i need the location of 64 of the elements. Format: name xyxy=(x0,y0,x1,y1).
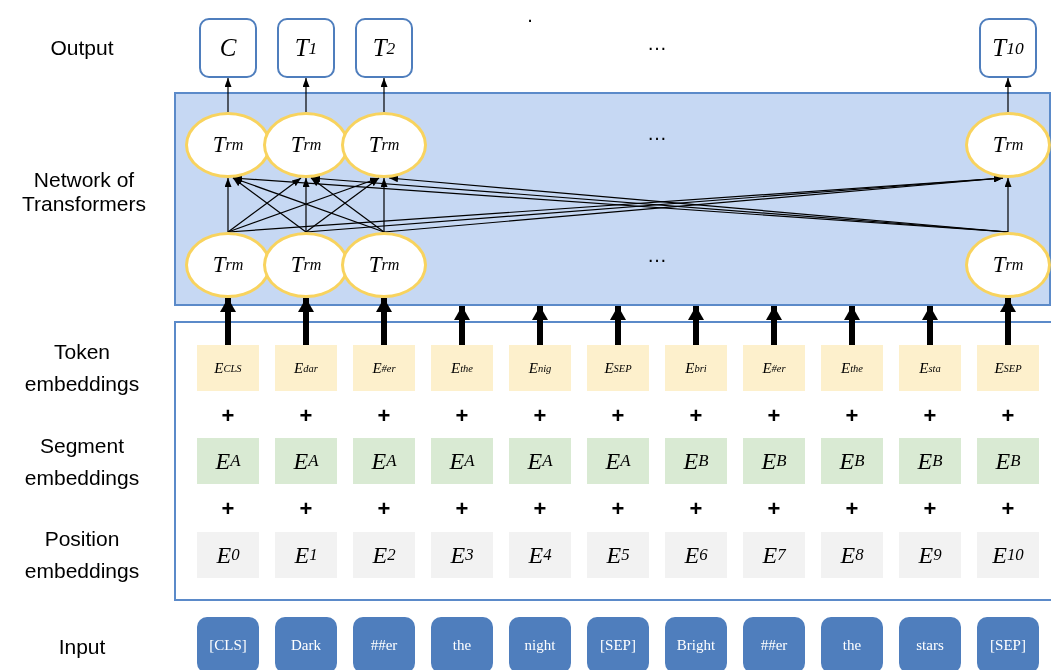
plus-sign: + xyxy=(532,495,548,523)
period: . xyxy=(526,3,534,28)
plus-sign: + xyxy=(844,402,860,430)
arrow xyxy=(1004,177,1012,233)
input-token: night xyxy=(509,617,571,670)
ellipsis: … xyxy=(646,121,668,146)
plus-sign: + xyxy=(454,402,470,430)
arrow xyxy=(224,177,232,233)
input-token: the xyxy=(821,617,883,670)
plus-sign: + xyxy=(610,495,626,523)
arrow xyxy=(380,77,388,113)
arrow xyxy=(1004,77,1012,113)
plus-sign: + xyxy=(766,402,782,430)
arrow xyxy=(220,298,236,345)
plus-sign: + xyxy=(532,402,548,430)
arrow xyxy=(1000,298,1016,345)
arrow xyxy=(844,306,860,345)
plus-sign: + xyxy=(376,402,392,430)
arrow xyxy=(688,306,704,345)
plus-sign: + xyxy=(1000,402,1016,430)
arrow xyxy=(766,306,782,345)
input-token: [CLS] xyxy=(197,617,259,670)
arrow xyxy=(454,306,470,345)
embedding-panel xyxy=(174,321,1051,601)
input-token: ##er xyxy=(353,617,415,670)
plus-sign: + xyxy=(688,495,704,523)
plus-sign: + xyxy=(922,495,938,523)
plus-sign: + xyxy=(688,402,704,430)
arrow xyxy=(302,77,310,113)
arrow xyxy=(298,298,314,345)
plus-sign: + xyxy=(376,495,392,523)
plus-sign: + xyxy=(844,495,860,523)
row-label: Output xyxy=(49,35,115,61)
output-box: C xyxy=(199,18,257,78)
plus-sign: + xyxy=(298,495,314,523)
input-token: the xyxy=(431,617,493,670)
plus-sign: + xyxy=(298,402,314,430)
row-label: Token embeddings xyxy=(23,339,141,397)
row-label: Network of Transformers xyxy=(20,168,148,216)
plus-sign: + xyxy=(220,495,236,523)
row-label: Position embeddings xyxy=(23,526,141,584)
plus-sign: + xyxy=(220,402,236,430)
plus-sign: + xyxy=(766,495,782,523)
arrow xyxy=(922,306,938,345)
row-label: Segment embeddings xyxy=(23,433,141,491)
ellipsis: … xyxy=(646,31,668,56)
arrow xyxy=(302,177,310,233)
plus-sign: + xyxy=(1000,495,1016,523)
plus-sign: + xyxy=(454,495,470,523)
plus-sign: + xyxy=(922,402,938,430)
arrow xyxy=(610,306,626,345)
plus-sign: + xyxy=(610,402,626,430)
arrow xyxy=(376,298,392,345)
arrow xyxy=(532,306,548,345)
input-token: ##er xyxy=(743,617,805,670)
input-token: stars xyxy=(899,617,961,670)
arrow xyxy=(380,177,388,233)
input-token: Dark xyxy=(275,617,337,670)
row-label: Input xyxy=(57,634,107,660)
input-token: [SEP] xyxy=(977,617,1039,670)
ellipsis: … xyxy=(646,243,668,268)
input-token: [SEP] xyxy=(587,617,649,670)
arrow xyxy=(224,77,232,113)
input-token: Bright xyxy=(665,617,727,670)
